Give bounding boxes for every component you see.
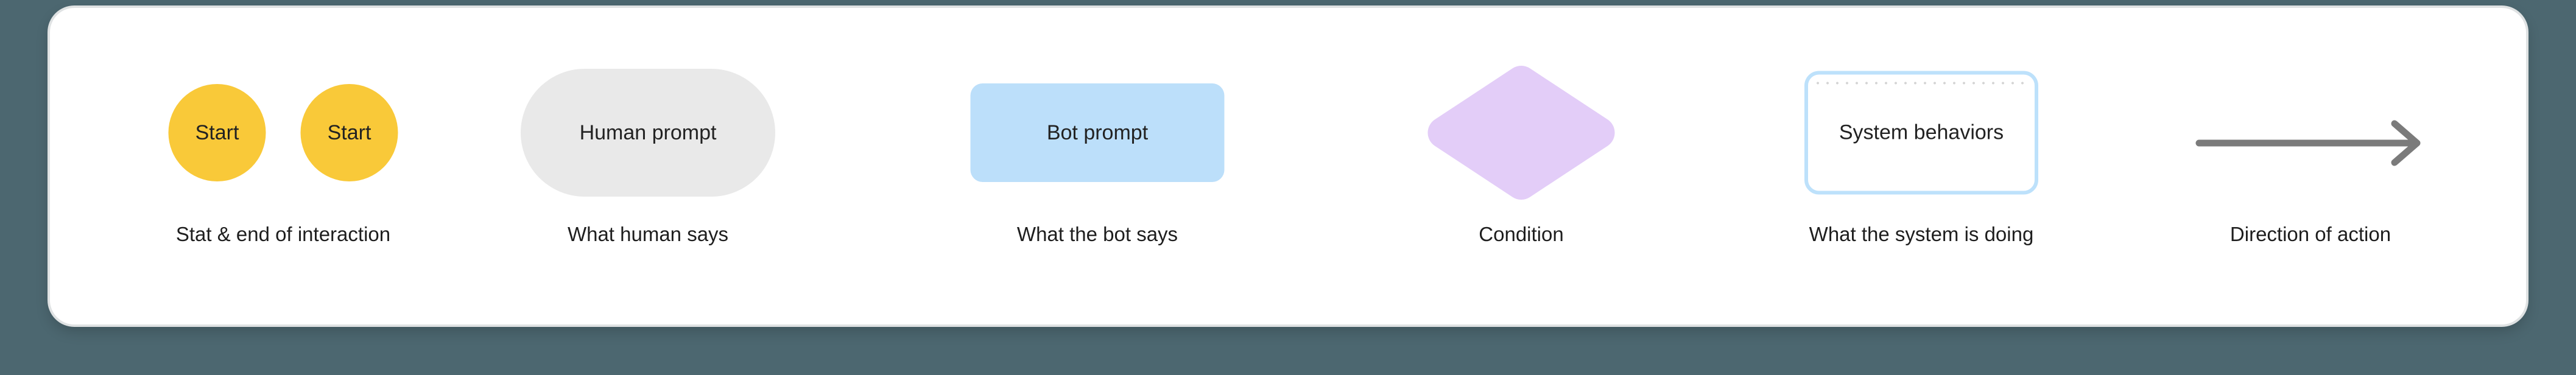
condition-diamond-path [1427, 66, 1615, 200]
bot-prompt-caption: What the bot says [1016, 223, 1178, 245]
bot-prompt-shape: Bot prompt [970, 83, 1225, 182]
system-behaviors-label: System behaviors [1839, 121, 2004, 144]
system-behaviors-caption: What the system is doing [1809, 223, 2034, 245]
condition-shape-wrap [1427, 66, 1615, 200]
system-behaviors-shape: System behaviors [1804, 71, 2038, 195]
legend-card: Start Start Stat & end of interaction Hu… [50, 8, 2526, 324]
human-prompt-label: Human prompt [579, 121, 717, 144]
direction-shape-wrap [2195, 116, 2426, 170]
human-prompt-shape-wrap: Human prompt [521, 69, 775, 197]
bot-prompt-shape-wrap: Bot prompt [970, 83, 1225, 182]
start-end-caption: Stat & end of interaction [175, 223, 391, 245]
system-behaviors-shape-wrap: System behaviors [1804, 71, 2038, 195]
human-prompt-caption: What human says [567, 223, 729, 245]
end-circle-label: Start [327, 121, 371, 144]
start-end-shapes: Start Start [168, 84, 398, 181]
right-arrow-icon [2195, 120, 2421, 166]
arrow-head [2391, 120, 2421, 166]
start-circle-label: Start [195, 121, 239, 144]
condition-diamond-icon [1427, 66, 1615, 200]
condition-caption: Condition [1479, 223, 1564, 245]
system-behaviors-dotted-line [1817, 82, 2026, 85]
direction-caption: Direction of action [2229, 223, 2391, 245]
bot-prompt-label: Bot prompt [1046, 121, 1149, 144]
end-circle: Start [300, 84, 398, 181]
start-circle: Start [168, 84, 266, 181]
human-prompt-shape: Human prompt [521, 69, 775, 197]
